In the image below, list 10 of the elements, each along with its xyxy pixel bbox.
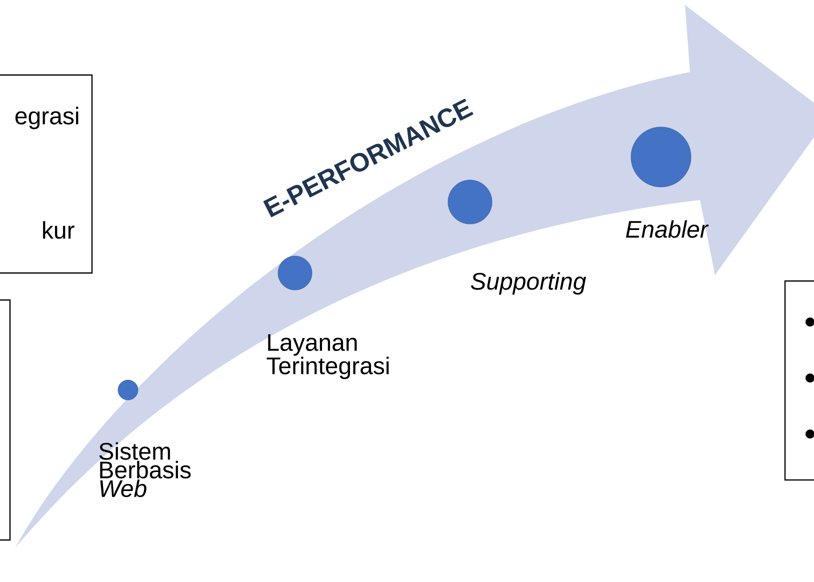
text-box: egrasi kur <box>0 74 93 274</box>
dot <box>630 126 692 188</box>
dot-label: Sistem Berbasis Web <box>99 442 191 498</box>
dot <box>118 380 138 400</box>
dot-label: Layanan Terintegrasi <box>266 334 389 380</box>
empty-box <box>0 299 11 541</box>
dot-label: Enabler <box>626 220 709 238</box>
dot <box>278 256 312 290</box>
dot-label: Supporting <box>470 272 586 295</box>
empty-box <box>784 280 814 481</box>
